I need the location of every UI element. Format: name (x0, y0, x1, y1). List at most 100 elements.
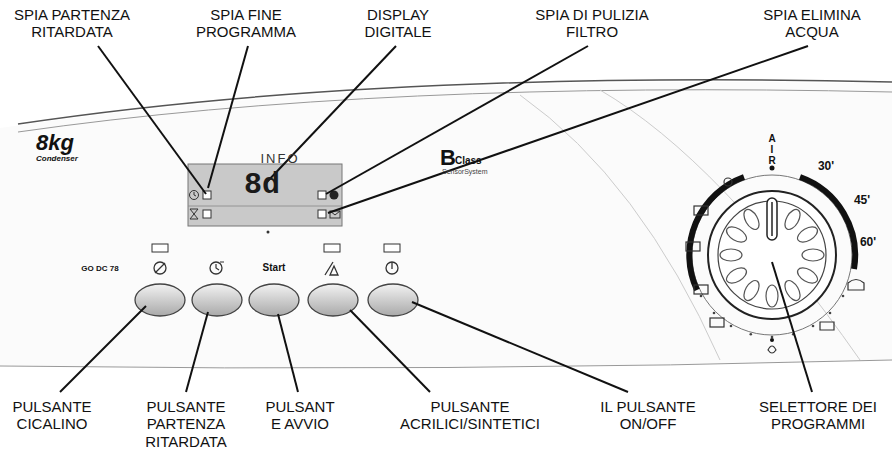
dial-mark: R (765, 155, 779, 167)
panel-bottom-edge (0, 360, 892, 368)
capacity-badge: 8kg (36, 130, 106, 155)
power-icon (386, 262, 398, 274)
button-delay (192, 284, 242, 316)
dial-grip (782, 278, 803, 303)
indicator-lamp (384, 244, 400, 252)
dial-tick (842, 295, 845, 298)
display-caption: INFO (250, 152, 310, 167)
synthetic-icon (325, 262, 338, 275)
indicator-lamp (152, 244, 168, 252)
led-water (318, 210, 326, 218)
dial-pointer (767, 198, 777, 240)
dial-tick (812, 325, 815, 328)
dial-grip (795, 265, 820, 286)
model-code: GO DC 78 (70, 264, 130, 273)
leader-lines (60, 46, 812, 392)
callout-label: SPIA DI PULIZIA FILTRO (525, 6, 659, 41)
leader-line (208, 46, 248, 188)
dial-grip (741, 207, 762, 232)
dial-outer-ring (692, 175, 852, 335)
program-symbol (710, 318, 724, 327)
dial-tick (829, 312, 832, 315)
leader-line (278, 314, 298, 392)
energy-class-word: Class (455, 155, 495, 167)
buzzer-icon (154, 262, 166, 274)
led-end (203, 210, 211, 218)
dial-grip (802, 249, 824, 261)
hourglass-icon (190, 209, 198, 219)
dial-inner (718, 201, 826, 309)
leader-line (326, 46, 588, 194)
clock-hands (194, 192, 196, 196)
panel-top-edge-2 (18, 90, 892, 132)
leader-line (772, 262, 812, 392)
dial-grip (724, 224, 749, 245)
program-selector-dial (689, 166, 855, 343)
dial-grip (795, 224, 820, 245)
dial-time: 60' (853, 236, 883, 250)
leader-line (98, 46, 206, 194)
dial-tick (771, 336, 774, 339)
program-symbol (724, 178, 732, 186)
dial-pointer-mark (771, 202, 773, 236)
leader-line (328, 46, 808, 213)
indicator-lamp (324, 244, 340, 252)
callout-label: DISPLAY DIGITALE (352, 6, 444, 41)
leader-line (60, 306, 146, 392)
button-start (249, 284, 299, 316)
button-buzzer (135, 284, 185, 316)
display-window (188, 164, 342, 226)
dial-rim (708, 191, 836, 319)
dial-tick (713, 312, 716, 315)
clock-icon (190, 191, 199, 200)
leader-line (412, 302, 628, 392)
callout-label: SPIA ELIMINA ACQUA (753, 6, 871, 41)
callout-label: SPIA FINE PROGRAMMA (190, 6, 302, 41)
callout-label: SELETTORE DEI PROGRAMMI (754, 398, 882, 433)
display-digits: 8d (232, 168, 292, 203)
callout-label: PULSANTE PARTENZA RITARDATA (138, 398, 234, 450)
program-symbol (768, 346, 776, 353)
dial-top-dot (770, 166, 775, 171)
button-caption: Start (254, 262, 294, 274)
dial-tick (730, 325, 733, 328)
program-symbol (820, 322, 834, 330)
dial-time: 45' (847, 194, 877, 208)
dial-time: 30' (811, 160, 841, 174)
program-symbol (694, 285, 708, 294)
panel-housing (0, 82, 892, 368)
dial-grip (720, 249, 742, 261)
dial-grip (766, 285, 778, 307)
button-onoff (368, 284, 418, 316)
dial-bottom-dot (770, 338, 774, 342)
program-symbols (686, 178, 864, 353)
leader-line (186, 312, 208, 392)
buzzer-icon-slash (155, 263, 165, 273)
led-filter (318, 191, 326, 199)
dial-mark: A (765, 133, 779, 145)
callout-label: PULSANTE ACRILICI/SINTETICI (389, 398, 551, 433)
callout-label: SPIA PARTENZA RITARDATA (2, 6, 142, 41)
power-icon-bar (391, 262, 392, 269)
callout-label: PULSANT E AVVIO (262, 398, 338, 433)
dial-grip (724, 265, 749, 286)
leader-line (350, 310, 430, 392)
program-symbol (848, 280, 864, 291)
delay-icon-arrow (216, 262, 224, 270)
model-type: Condenser (36, 154, 106, 163)
panel-dot (267, 231, 270, 234)
dial-tick (700, 295, 703, 298)
callout-label: IL PULSANTE ON/OFF (592, 398, 704, 433)
program-symbol (694, 206, 708, 215)
panel-decor-curve (600, 90, 860, 360)
display-divider (188, 206, 342, 207)
dial-grip (782, 207, 803, 232)
sensor-system-mark: SensorSystem (442, 168, 522, 176)
dial-grip (741, 278, 762, 303)
dial-mark: I (765, 144, 779, 156)
callout-label: PULSANTE CICALINO (4, 398, 100, 433)
dial-tick (750, 333, 753, 336)
program-symbol (686, 242, 700, 251)
